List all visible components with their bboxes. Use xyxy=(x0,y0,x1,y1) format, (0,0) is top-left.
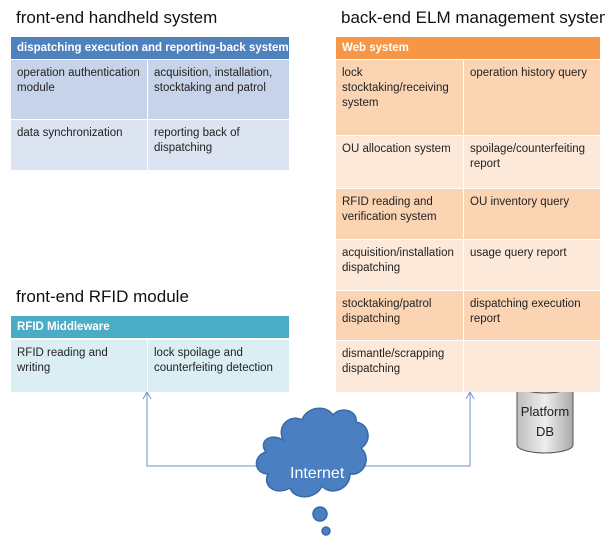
elm-cell-12 xyxy=(464,341,600,392)
handheld-header: dispatching execution and reporting-back… xyxy=(11,37,289,59)
arrowhead-rfid xyxy=(142,390,152,400)
cloud-tail-bubble xyxy=(312,506,328,522)
elm-col-divider xyxy=(463,60,464,392)
rfid-col-divider xyxy=(147,340,148,392)
elm-cell-3: OU allocation system xyxy=(336,136,464,188)
elm-cell-9: stocktaking/patrol dispatching xyxy=(336,291,464,340)
db-label-line2: DB xyxy=(535,424,555,439)
elm-cell-8: usage query report xyxy=(464,240,600,290)
elm-cell-6: OU inventory query xyxy=(464,189,600,239)
cloud-tail-bubble-small xyxy=(321,526,331,536)
elm-cell-4: spoilage/counterfeiting report xyxy=(464,136,600,188)
arrowhead-elm xyxy=(465,390,475,400)
rfid-title: front-end RFID module xyxy=(16,287,189,306)
elm-cell-11: dismantle/scrapping dispatching xyxy=(336,341,464,392)
elm-cell-2: operation history query xyxy=(464,60,600,135)
elm-title: back-end ELM management system xyxy=(341,8,605,27)
internet-cloud-icon xyxy=(255,407,369,498)
rfid-cell-1: RFID reading and writing xyxy=(11,340,148,392)
handheld-cell-2: acquisition, installation, stocktaking a… xyxy=(148,60,289,119)
rfid-cell-2: lock spoilage and counterfeiting detecti… xyxy=(148,340,289,392)
elm-cell-7: acquisition/installation dispatching xyxy=(336,240,464,290)
handheld-title: front-end handheld system xyxy=(16,8,218,27)
elm-cell-1: lock stocktaking/receiving system xyxy=(336,60,464,135)
elm-cell-10: dispatching execution report xyxy=(464,291,600,340)
connector-line-elm xyxy=(355,392,471,467)
handheld-cell-4: reporting back of dispatching xyxy=(148,120,289,170)
handheld-cell-1: operation authentication module xyxy=(11,60,148,119)
elm-cell-5: RFID reading and verification system xyxy=(336,189,464,239)
elm-header: Web system xyxy=(336,37,600,59)
db-label-line1: Platform xyxy=(520,404,570,419)
db-label: Platform DB xyxy=(517,402,573,442)
handheld-col-divider xyxy=(147,60,148,170)
rfid-header: RFID Middleware xyxy=(11,316,289,338)
handheld-cell-3: data synchronization xyxy=(11,120,148,170)
connector-line-rfid xyxy=(146,392,275,467)
internet-label: Internet xyxy=(290,465,345,482)
